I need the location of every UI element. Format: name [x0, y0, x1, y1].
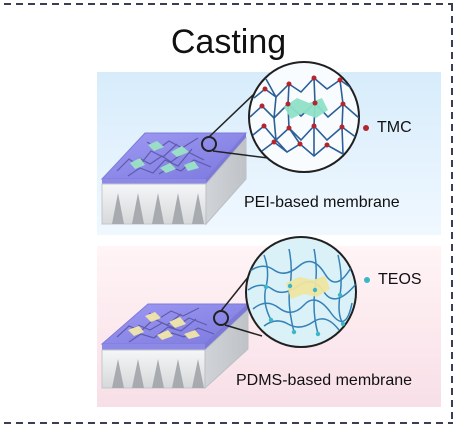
- teos-label: TEOS: [378, 271, 422, 288]
- pei-membrane-block: [100, 72, 277, 226]
- pdms-membrane-block: [100, 245, 274, 390]
- pei-zoom-view: [248, 61, 360, 173]
- pdms-membrane-label: PDMS-based membrane: [236, 372, 413, 389]
- tmc-label: TMC: [377, 119, 412, 136]
- pei-membrane-label: PEI-based membrane: [244, 194, 400, 211]
- pdms-zoom-view: [245, 236, 357, 348]
- tmc-legend: TMC: [363, 118, 412, 138]
- teos-legend: TEOS: [364, 270, 422, 290]
- figure-title: Casting: [170, 23, 287, 61]
- tmc-marker-icon: [363, 125, 369, 131]
- teos-marker-icon: [364, 277, 370, 283]
